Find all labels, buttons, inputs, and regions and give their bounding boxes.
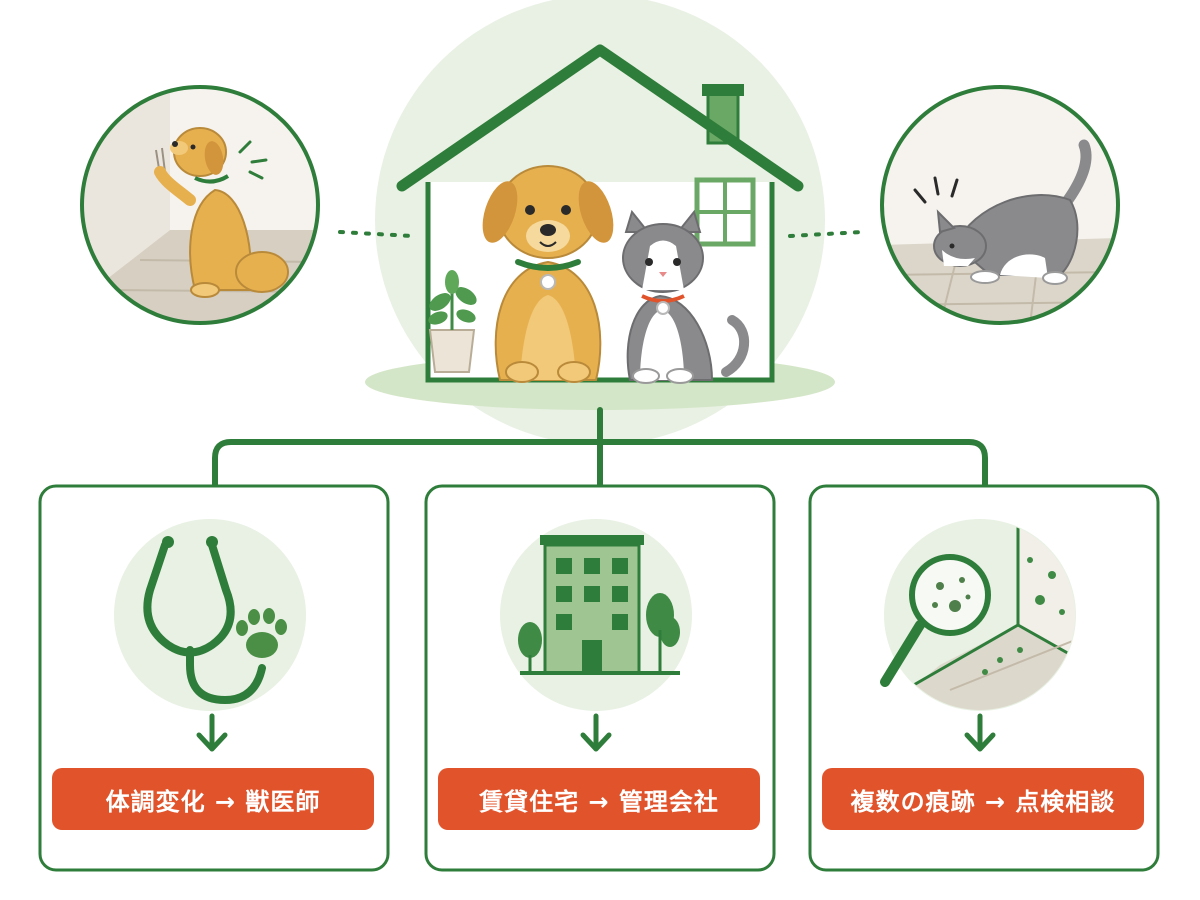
cat-sniffing-floor-icon: [880, 85, 1120, 325]
label-management-company: 賃貸住宅 → 管理会社: [438, 768, 760, 830]
label-vet: 体調変化 → 獣医師: [52, 768, 374, 830]
stethoscope-paw-icon: [114, 519, 306, 711]
arrow-down-icon: [964, 713, 996, 752]
dotted-connector-left: [338, 230, 414, 238]
magnifier-stains-icon: [880, 519, 1076, 711]
label-inspection-consult: 複数の痕跡 → 点検相談: [822, 768, 1144, 830]
window-icon: [694, 177, 756, 247]
apartment-building-icon: [500, 519, 692, 711]
potted-plant-icon: [428, 270, 477, 373]
cat-icon: [622, 209, 750, 384]
dotted-connector-right: [788, 230, 864, 238]
dog-scratching-wall-icon: [80, 85, 320, 325]
arrow-down-icon: [580, 713, 612, 752]
connector-tree: [212, 407, 988, 488]
arrow-down-icon: [196, 713, 228, 752]
house-scene: [365, 0, 835, 445]
dog-icon: [482, 165, 614, 383]
house-roof: [396, 44, 804, 192]
